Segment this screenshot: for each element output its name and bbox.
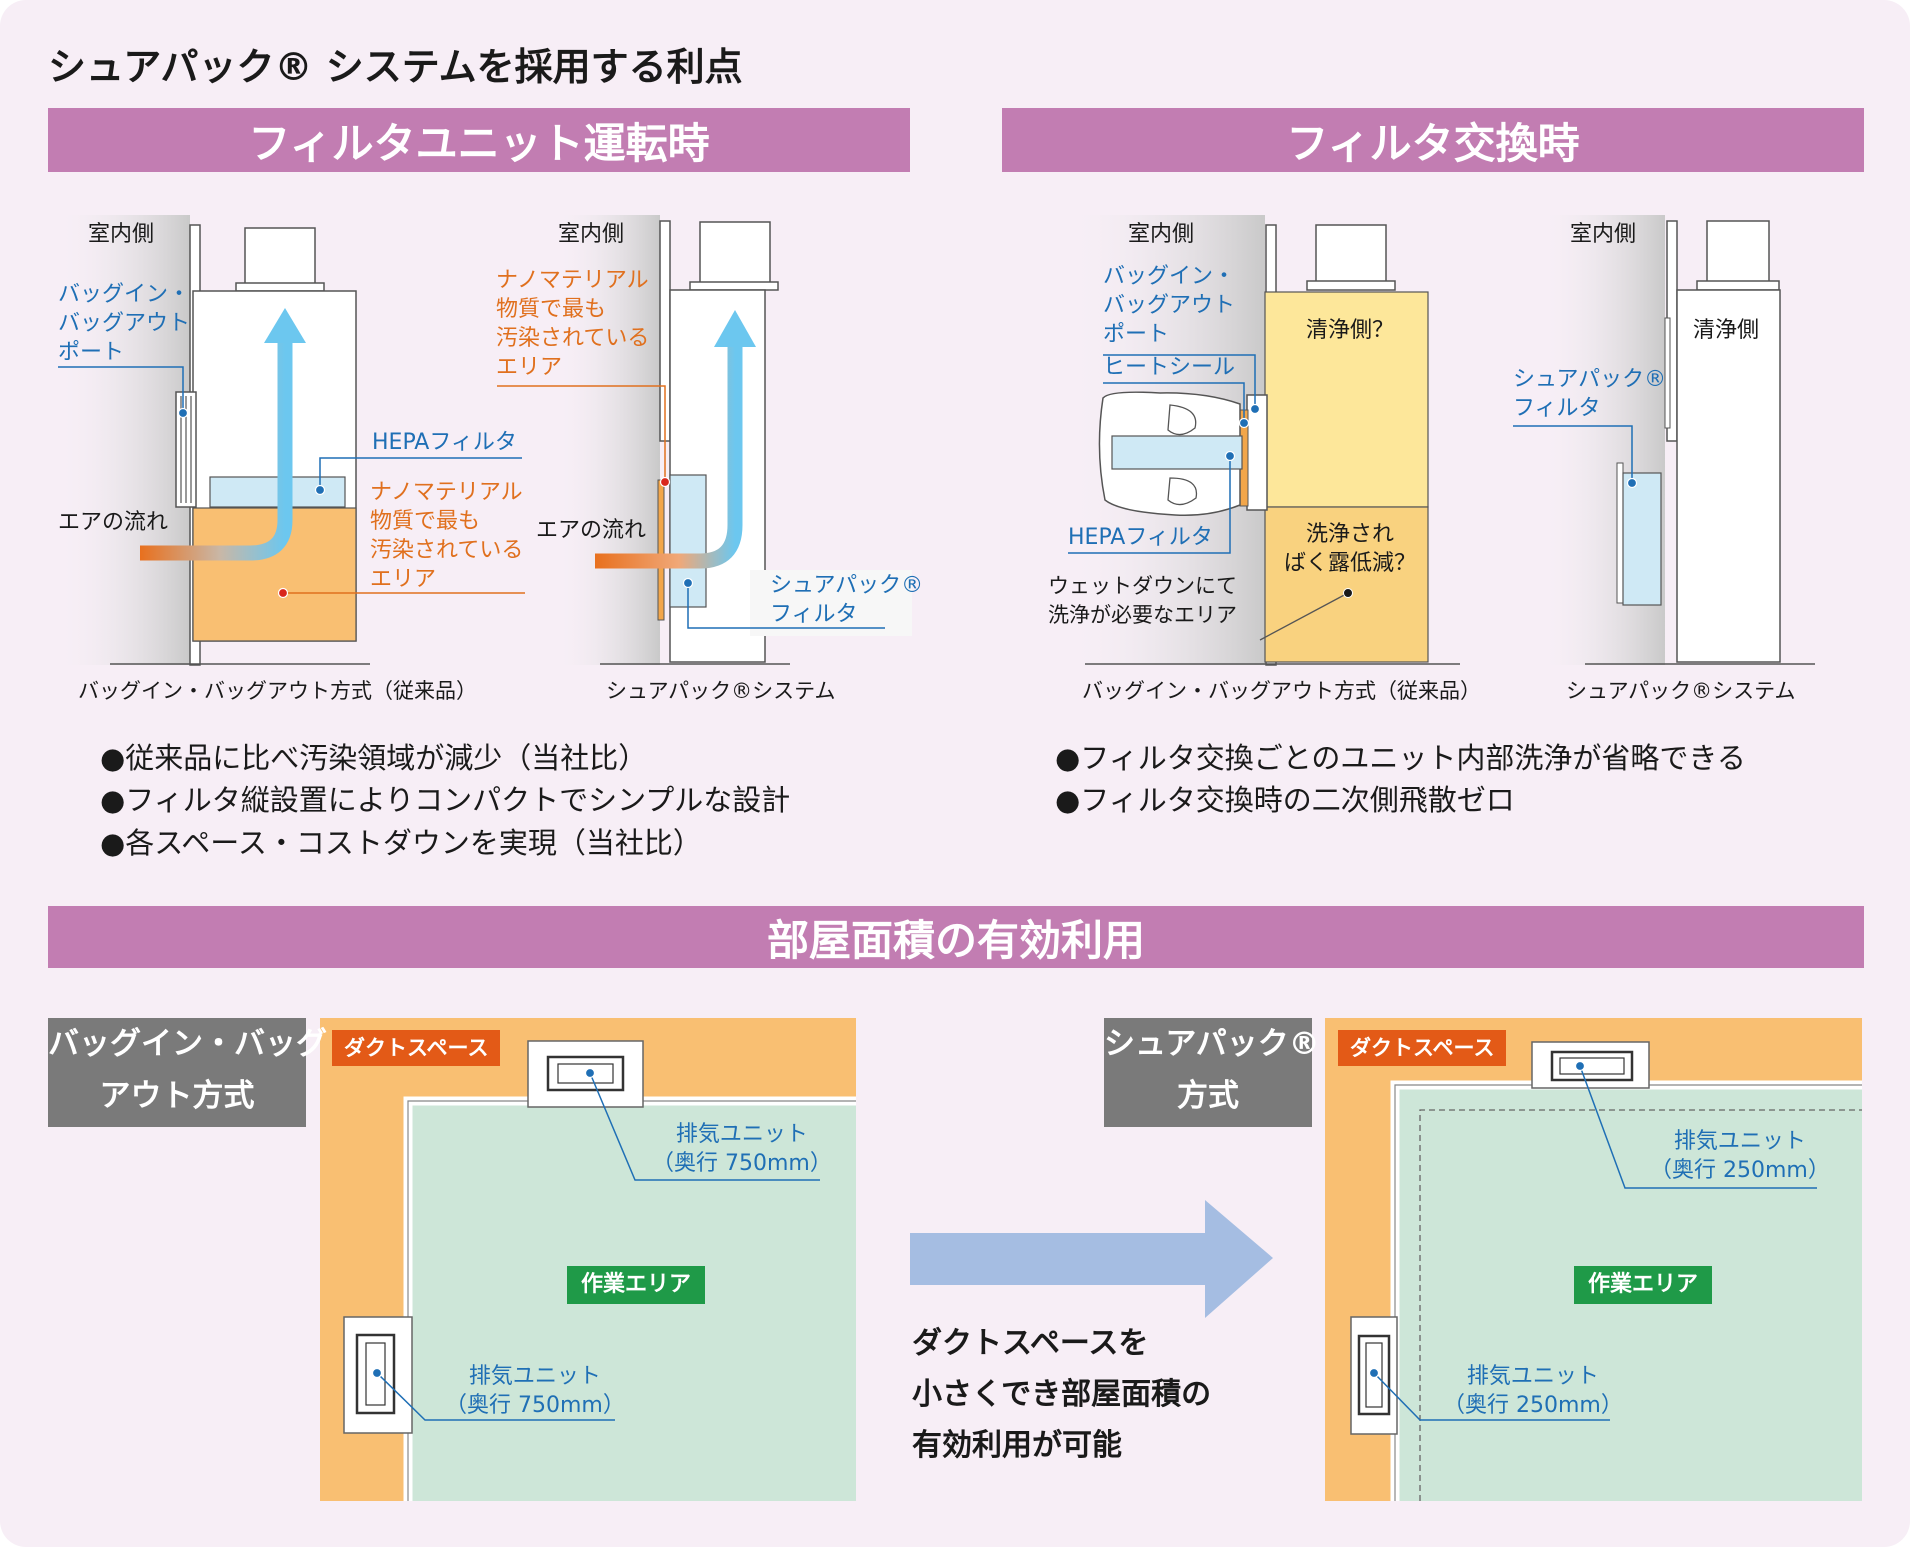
room-left-exhaust-side: 排気ユニット （奥行 750mm） [445, 1364, 625, 1418]
ex-bullet-1: ●フィルタ交換ごとのユニット内部洗浄が省略できる [1055, 741, 1746, 775]
ex-left-port-label: バッグイン・ バッグアウト ポート [1103, 264, 1236, 347]
ex-left-wash-q: 洗浄され ばく露低減？ [1284, 522, 1417, 576]
op-left-diagram [58, 215, 525, 666]
op-left-airflow-label: エアの流れ [58, 510, 169, 535]
section-operation-header: フィルタユニット運転時 [48, 108, 910, 172]
op-left-indoor-label: 室内側 [88, 222, 155, 247]
op-right-indoor-label: 室内側 [558, 222, 625, 247]
op-right-contaminated-label: ナノマテリアル 物質で最も 汚染されている エリア [496, 268, 650, 380]
op-bullet-3: ●各スペース・コストダウンを実現（当社比） [100, 826, 702, 860]
room-right-method-label: シュアパック® 方式 [1104, 1018, 1320, 1127]
ex-left-caption: バッグイン・バッグアウト方式（従来品） [1082, 679, 1481, 703]
ex-left-wet-label: ウェットダウンにて 洗浄が必要なエリア [1048, 574, 1237, 627]
op-bullet-2: ●フィルタ縦設置によりコンパクトでシンプルな設計 [100, 783, 791, 817]
room-right-exhaust-side: 排気ユニット （奥行 250mm） [1443, 1364, 1623, 1418]
room-right-work-tag: 作業エリア [1574, 1266, 1713, 1304]
ex-right-filter-label: シュアパック® フィルタ [1513, 367, 1667, 421]
page-title: シュアパック® システムを採用する利点 [48, 45, 743, 89]
room-left-exhaust-top: 排気ユニット （奥行 750mm） [652, 1122, 832, 1176]
ex-right-clean-label: 清浄側 [1693, 318, 1760, 343]
room-arrow-text: ダクトスペースを 小さくでき部屋面積の 有効利用が可能 [912, 1326, 1212, 1463]
ex-left-heatseal-label: ヒートシール [1103, 355, 1236, 380]
op-right-filter-label: シュアパック® フィルタ [770, 573, 924, 627]
op-left-port-label: バッグイン・ バッグアウト ポート [58, 282, 191, 365]
ex-left-hepa-label: HEPAフィルタ [1068, 525, 1213, 550]
op-bullet-1: ●従来品に比べ汚染領域が減少（当社比） [100, 741, 648, 775]
op-left-hepa-label: HEPAフィルタ [372, 430, 517, 455]
ex-right-caption: シュアパック®システム [1566, 679, 1796, 703]
room-right-exhaust-top: 排気ユニット （奥行 250mm） [1650, 1129, 1830, 1183]
section-exchange-header: フィルタ交換時 [1002, 108, 1864, 172]
room-left-work-tag: 作業エリア [567, 1266, 706, 1304]
room-left-plan [320, 1018, 856, 1501]
ex-left-diagram [1068, 215, 1460, 666]
transition-arrow [910, 1200, 1273, 1318]
room-left-duct-tag: ダクトスペース [332, 1030, 501, 1066]
op-left-contaminated-label: ナノマテリアル 物質で最も 汚染されている エリア [370, 480, 524, 592]
op-right-caption: シュアパック®システム [606, 679, 836, 703]
ex-left-clean-q: 清浄側？ [1306, 318, 1395, 343]
ex-left-indoor-label: 室内側 [1128, 222, 1195, 247]
room-left-method-label: バッグイン・バッグ アウト方式 [48, 1018, 327, 1127]
section-room-header: 部屋面積の有効利用 [48, 906, 1864, 968]
ex-right-diagram [1513, 215, 1815, 665]
room-right-plan [1325, 1018, 1862, 1501]
ex-bullet-2: ●フィルタ交換時の二次側飛散ゼロ [1055, 783, 1515, 817]
room-right-duct-tag: ダクトスペース [1338, 1030, 1507, 1066]
op-right-diagram [497, 215, 912, 665]
ex-right-indoor-label: 室内側 [1570, 222, 1637, 247]
op-right-airflow-label: エアの流れ [536, 518, 647, 543]
op-left-caption: バッグイン・バッグアウト方式（従来品） [78, 679, 477, 703]
